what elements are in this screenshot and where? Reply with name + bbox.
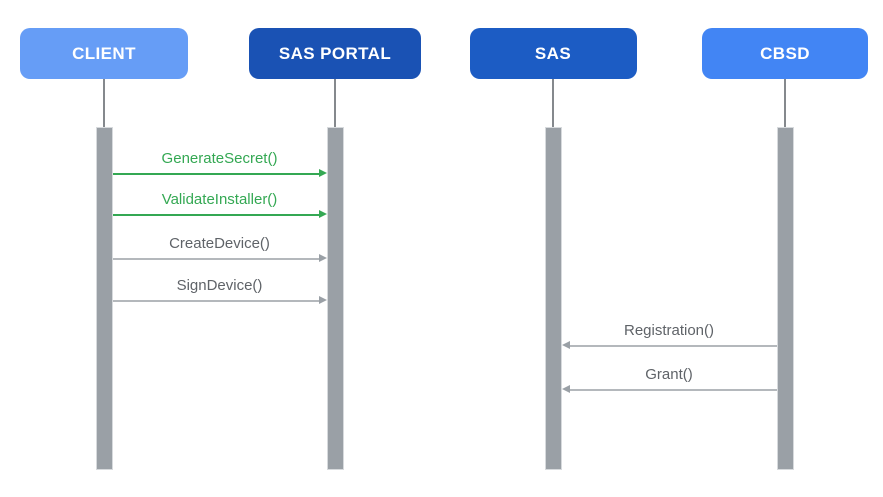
participant-label-sas-portal: SAS PORTAL bbox=[278, 43, 392, 63]
participant-box-sas: SAS bbox=[469, 28, 637, 79]
arrowhead-left-icon bbox=[561, 385, 570, 394]
message-label: GenerateSecret() bbox=[161, 150, 278, 167]
participant-label-sas: SAS bbox=[534, 43, 572, 63]
activation-bar-sas-portal bbox=[326, 127, 344, 470]
activation-bar-client bbox=[95, 127, 113, 470]
message-line bbox=[112, 214, 320, 216]
message-label: Registration() bbox=[623, 322, 715, 339]
arrowhead-right-icon bbox=[318, 210, 327, 219]
message-label: CreateDevice() bbox=[169, 235, 270, 252]
message-label: ValidateInstaller() bbox=[161, 191, 278, 208]
lifeline-connector-sas-portal bbox=[334, 79, 336, 127]
message-line bbox=[112, 173, 320, 175]
message-label: SignDevice() bbox=[176, 277, 263, 294]
arrowhead-right-icon bbox=[318, 296, 327, 305]
message-line bbox=[568, 345, 777, 347]
participant-label-cbsd: CBSD bbox=[760, 43, 810, 63]
message-line bbox=[112, 258, 320, 260]
participant-label-client: CLIENT bbox=[72, 43, 136, 63]
activation-bar-sas bbox=[544, 127, 562, 470]
activation-bar-cbsd bbox=[776, 127, 794, 470]
message-line bbox=[568, 389, 777, 391]
lifeline-connector-client bbox=[103, 79, 105, 127]
message-label: Grant() bbox=[645, 366, 693, 383]
participant-box-sas-portal: SAS PORTAL bbox=[249, 28, 421, 79]
message-line bbox=[112, 300, 320, 302]
participant-box-cbsd: CBSD bbox=[702, 28, 868, 79]
arrowhead-left-icon bbox=[561, 341, 570, 350]
arrowhead-right-icon bbox=[318, 169, 327, 178]
lifeline-connector-sas bbox=[552, 79, 554, 127]
arrowhead-right-icon bbox=[318, 254, 327, 263]
lifeline-connector-cbsd bbox=[784, 79, 786, 127]
participant-box-client: CLIENT bbox=[20, 28, 188, 79]
